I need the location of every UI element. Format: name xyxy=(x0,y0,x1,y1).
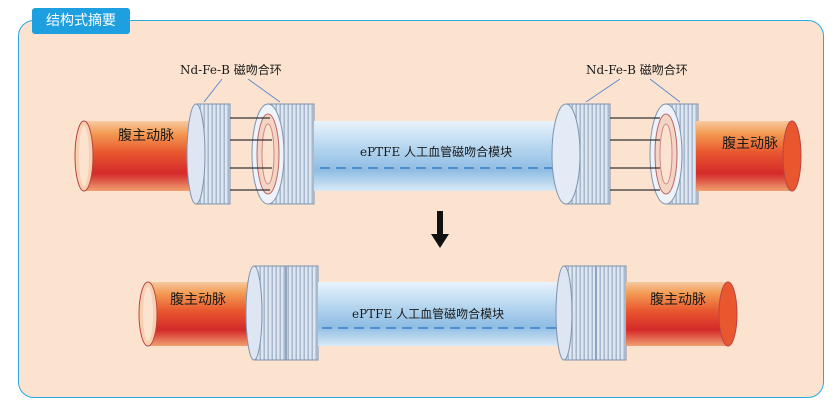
bottom-left-aorta xyxy=(138,281,258,347)
summary-tag: 结构式摘要 xyxy=(32,8,130,34)
top-right-aorta-label: 腹主动脉 xyxy=(722,135,778,152)
bottom-right-rings xyxy=(555,265,627,361)
bottom-graft-label: ePTFE 人工血管磁吻合模块 xyxy=(352,306,504,321)
top-left-pins xyxy=(230,117,272,191)
top-graft xyxy=(314,121,590,191)
bottom-left-rings xyxy=(245,265,319,361)
ring-leader-left-b xyxy=(247,78,281,103)
top-right-ring-a xyxy=(551,103,611,205)
bottom-left-aorta-label: 腹主动脉 xyxy=(170,291,226,308)
ring-leader-left-a xyxy=(203,78,223,103)
top-left-ring-b xyxy=(251,103,315,205)
ring-label-right: Nd-Fe-B 磁吻合环 xyxy=(586,62,688,77)
top-right-aorta xyxy=(696,120,802,192)
top-right-ring-b xyxy=(649,103,699,205)
top-left-aorta xyxy=(74,120,206,192)
top-right-pins xyxy=(610,117,660,191)
top-left-ring-a xyxy=(186,103,231,205)
bottom-right-aorta-label: 腹主动脉 xyxy=(650,291,706,308)
ring-label-left: Nd-Fe-B 磁吻合环 xyxy=(180,62,282,77)
ring-leader-right-b xyxy=(649,78,681,103)
top-graft-label: ePTFE 人工血管磁吻合模块 xyxy=(360,144,512,159)
bottom-right-aorta xyxy=(626,281,738,347)
bottom-graft xyxy=(318,282,582,346)
ring-leader-right-a xyxy=(585,78,621,103)
top-left-aorta-label: 腹主动脉 xyxy=(118,127,174,144)
down-arrow-icon xyxy=(431,211,449,248)
